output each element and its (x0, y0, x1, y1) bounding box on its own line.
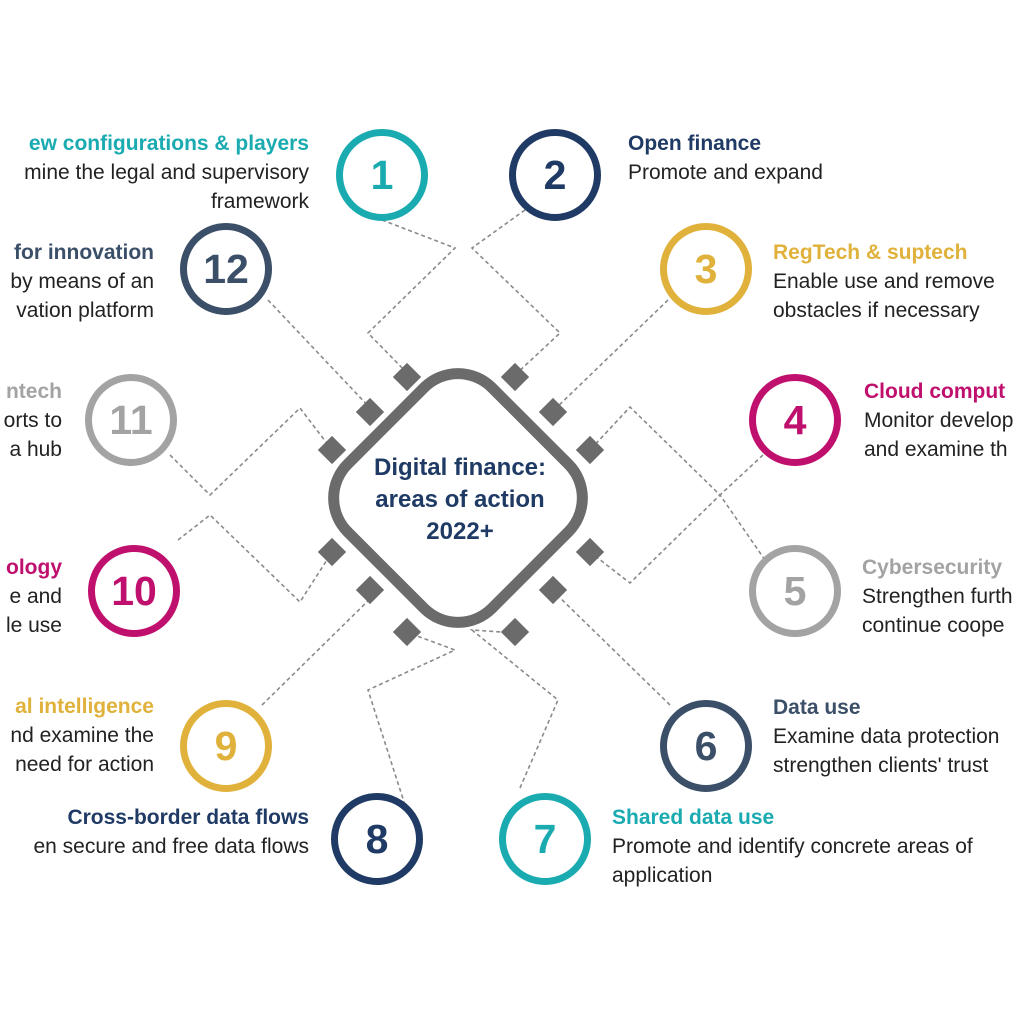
area-desc: orts to (3, 409, 62, 432)
area-title: ntech (5, 380, 62, 403)
center-title-line: areas of action (375, 486, 545, 513)
area-9-label: al intelligence nd examine the need for … (10, 692, 154, 779)
chip-pin (392, 617, 422, 647)
area-4-circle: 4 (749, 374, 841, 466)
area-12-circle: 12 (180, 223, 272, 315)
area-desc: vation platform (16, 299, 154, 322)
chip-pin (575, 435, 605, 465)
area-desc: Promote and identify concrete areas of (612, 835, 973, 858)
area-title: Cloud comput (864, 380, 1006, 403)
connector-7 (469, 629, 559, 789)
area-desc: Strengthen furth (862, 585, 1013, 608)
center-title-line: 2022+ (426, 518, 494, 545)
area-1-circle: 1 (336, 129, 428, 221)
connector-9 (261, 596, 373, 706)
chip-pin (317, 435, 347, 465)
chip-pin (317, 537, 347, 567)
connector-5 (589, 493, 766, 585)
area-desc: Examine data protection (773, 725, 1000, 748)
area-desc: by means of an (10, 270, 154, 293)
area-9-circle: 9 (180, 700, 272, 792)
connector-8 (367, 632, 458, 806)
area-5-label: Cybersecurity Strengthen furth continue … (862, 553, 1013, 640)
connector-1 (366, 219, 457, 376)
connector-3 (551, 299, 669, 413)
center-title-line: Digital finance: (373, 454, 547, 481)
area-desc: Monitor develop (864, 409, 1014, 432)
area-1-label: ew configurations & players mine the leg… (24, 129, 309, 216)
area-12-label: for innovation by means of an vation pla… (10, 238, 154, 325)
area-title: Cybersecurity (862, 556, 1003, 579)
area-desc: mine the legal and supervisory (24, 161, 309, 184)
area-7-circle: 7 (499, 793, 591, 885)
area-10-circle: 10 (88, 545, 180, 637)
chip-pin (500, 362, 530, 392)
connector-2 (470, 209, 562, 376)
area-title: ew configurations & players (28, 132, 309, 155)
chip-pin (575, 537, 605, 567)
area-2-label: Open finance Promote and expand (628, 129, 823, 187)
chip-body (328, 368, 588, 628)
area-title: for innovation (14, 241, 154, 264)
connector-11 (169, 406, 333, 497)
area-desc: le use (5, 614, 62, 637)
area-desc: Promote and expand (628, 161, 823, 184)
chip-pin (500, 617, 530, 647)
area-title: ology (6, 556, 62, 579)
area-desc: Enable use and remove (773, 270, 995, 293)
area-5-circle: 5 (749, 545, 841, 637)
area-7-label: Shared data use Promote and identify con… (612, 803, 973, 890)
chip-pin (538, 575, 568, 605)
connector-12 (267, 299, 373, 411)
area-title: Open finance (628, 132, 762, 155)
area-title: RegTech & suptech (773, 241, 968, 264)
area-8-label: Cross-border data flows en secure and fr… (33, 803, 309, 861)
area-3-label: RegTech & suptech Enable use and remove … (773, 238, 995, 325)
area-desc: nd examine the (10, 724, 154, 747)
connector-6 (551, 589, 671, 706)
area-desc: strengthen clients' trust (773, 754, 989, 777)
connector-10 (177, 513, 333, 604)
center-chip (317, 362, 605, 647)
area-desc: e and (9, 585, 62, 608)
chip-pin (355, 575, 385, 605)
area-11-label: ntech orts to a hub (4, 377, 62, 464)
area-title: Cross-border data flows (67, 806, 309, 829)
area-desc: framework (210, 190, 309, 213)
area-title: Data use (773, 696, 861, 719)
area-desc: and examine th (864, 438, 1008, 461)
area-10-label: ology e and le use (6, 553, 62, 640)
connector-4 (589, 405, 764, 497)
chip-pin (538, 397, 568, 427)
area-2-circle: 2 (509, 129, 601, 221)
area-11-circle: 11 (85, 374, 177, 466)
area-desc: en secure and free data flows (33, 835, 309, 858)
area-desc: need for action (15, 753, 154, 776)
area-title: Shared data use (612, 806, 775, 829)
area-4-label: Cloud comput Monitor develop and examine… (864, 377, 1013, 464)
chip-pin (392, 362, 422, 392)
center-title: Digital finance: areas of action 2022+ (340, 452, 580, 548)
area-6-circle: 6 (660, 700, 752, 792)
area-desc: obstacles if necessary (773, 299, 980, 322)
chip-pin (355, 397, 385, 427)
area-3-circle: 3 (660, 223, 752, 315)
area-title: al intelligence (15, 695, 154, 718)
area-desc: a hub (9, 438, 62, 461)
area-desc: application (612, 864, 713, 887)
area-8-circle: 8 (331, 793, 423, 885)
area-desc: continue coope (862, 614, 1005, 637)
area-6-label: Data use Examine data protection strengt… (773, 693, 999, 780)
